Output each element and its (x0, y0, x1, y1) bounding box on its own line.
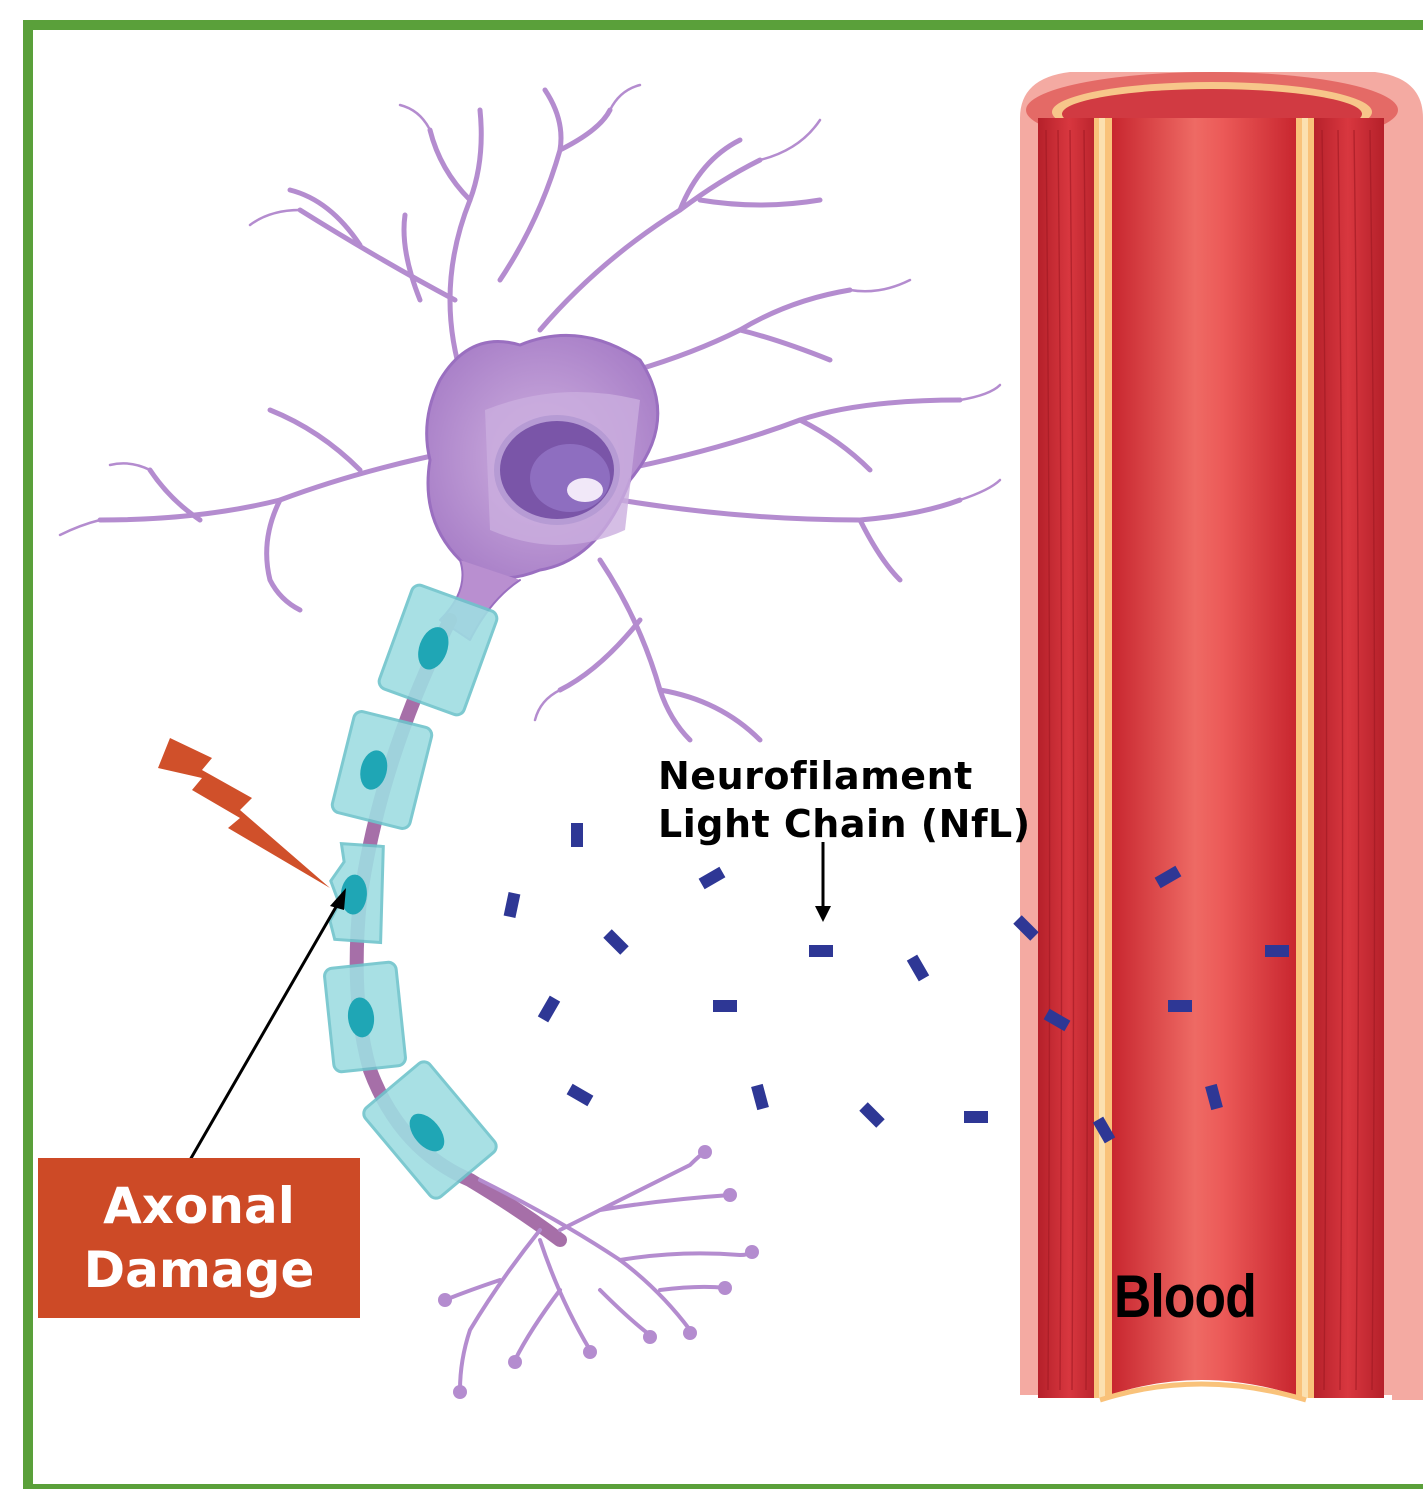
myelin-sheaths (324, 583, 500, 1202)
nfl-fragment (713, 1000, 737, 1012)
blood-label: Blood (1114, 1262, 1256, 1332)
nfl-fragment (699, 867, 726, 889)
damage-arrow-icon (190, 888, 346, 1160)
axonal-damage-box: Axonal Damage (38, 1158, 360, 1318)
nfl-fragment (538, 996, 560, 1023)
nfl-label-line2: Light Chain (NfL) (658, 800, 1031, 848)
nfl-fragment (809, 945, 833, 957)
nfl-fragment (603, 929, 628, 954)
lightning-bolt-icon (158, 738, 330, 888)
nfl-fragment (1265, 945, 1289, 957)
axonal-damage-line2: Damage (84, 1238, 315, 1302)
blood-vessel-illustration (1020, 72, 1423, 1400)
nfl-label: Neurofilament Light Chain (NfL) (658, 752, 1031, 848)
axonal-damage-line1: Axonal (103, 1174, 295, 1238)
nfl-fragment (504, 892, 521, 918)
nfl-fragment (859, 1102, 884, 1127)
nfl-fragment (751, 1084, 769, 1110)
axon-terminals (445, 1152, 752, 1390)
vessel-lumen (1112, 118, 1296, 1398)
nfl-fragment (571, 823, 583, 847)
nfl-fragment (907, 955, 929, 982)
nfl-fragment (964, 1111, 988, 1123)
nfl-fragment (1168, 1000, 1192, 1012)
nfl-fragment (567, 1084, 594, 1106)
nfl-label-line1: Neurofilament (658, 752, 1031, 800)
nfl-arrow-icon (815, 842, 831, 922)
